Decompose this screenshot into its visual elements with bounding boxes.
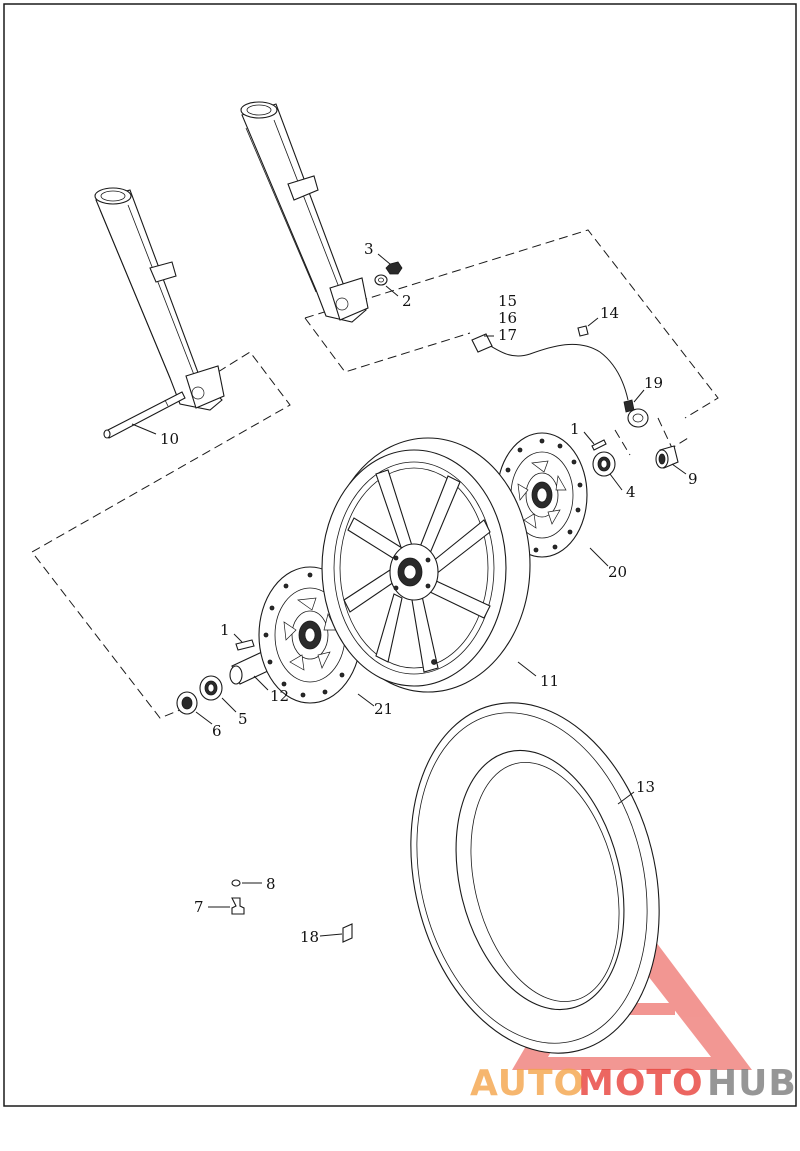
callout-7: 7	[194, 898, 204, 916]
callout-1-lower: 1	[220, 621, 230, 639]
cast-wheel	[321, 437, 531, 693]
rotor-upper-holes	[500, 438, 583, 553]
callout-12: 12	[270, 687, 289, 705]
callout-1-upper: 1	[570, 420, 580, 438]
seal-6	[176, 691, 198, 715]
callout-17: 17	[498, 326, 517, 344]
callout-19: 19	[644, 374, 663, 392]
spacer-9	[655, 445, 679, 469]
callout-18: 18	[300, 928, 319, 946]
callout-15: 15	[498, 292, 517, 310]
callout-16: 16	[498, 309, 517, 327]
right-fork-slider	[240, 101, 369, 323]
callout-21: 21	[374, 700, 393, 718]
leader-lines	[131, 253, 687, 937]
callout-4: 4	[626, 483, 636, 501]
watermark-text-auto: AUTO	[470, 1063, 585, 1104]
callout-11: 11	[540, 672, 559, 690]
callout-13: 13	[636, 778, 655, 796]
callout-6: 6	[212, 722, 222, 740]
callout-20: 20	[608, 563, 627, 581]
callout-5: 5	[238, 710, 248, 728]
small-hardware	[176, 261, 679, 943]
bearing-lower	[199, 675, 223, 701]
sensor-ring-19	[623, 399, 649, 428]
callout-labels: 3 2 15 16 17 14 19 1 4 9 10 20 11 1 12 5…	[160, 240, 698, 946]
callout-3: 3	[364, 240, 374, 258]
watermark-text-moto: MOTO	[578, 1063, 704, 1104]
callout-10: 10	[160, 430, 179, 448]
callout-2: 2	[402, 292, 412, 310]
front-axle	[103, 391, 186, 439]
tire	[410, 702, 660, 1054]
bearing-upper	[592, 451, 616, 477]
left-fork-slider	[94, 187, 225, 411]
callout-8: 8	[266, 875, 276, 893]
watermark-text-hub: HUB	[707, 1063, 797, 1104]
callout-14: 14	[600, 304, 619, 322]
callout-9: 9	[688, 470, 698, 488]
